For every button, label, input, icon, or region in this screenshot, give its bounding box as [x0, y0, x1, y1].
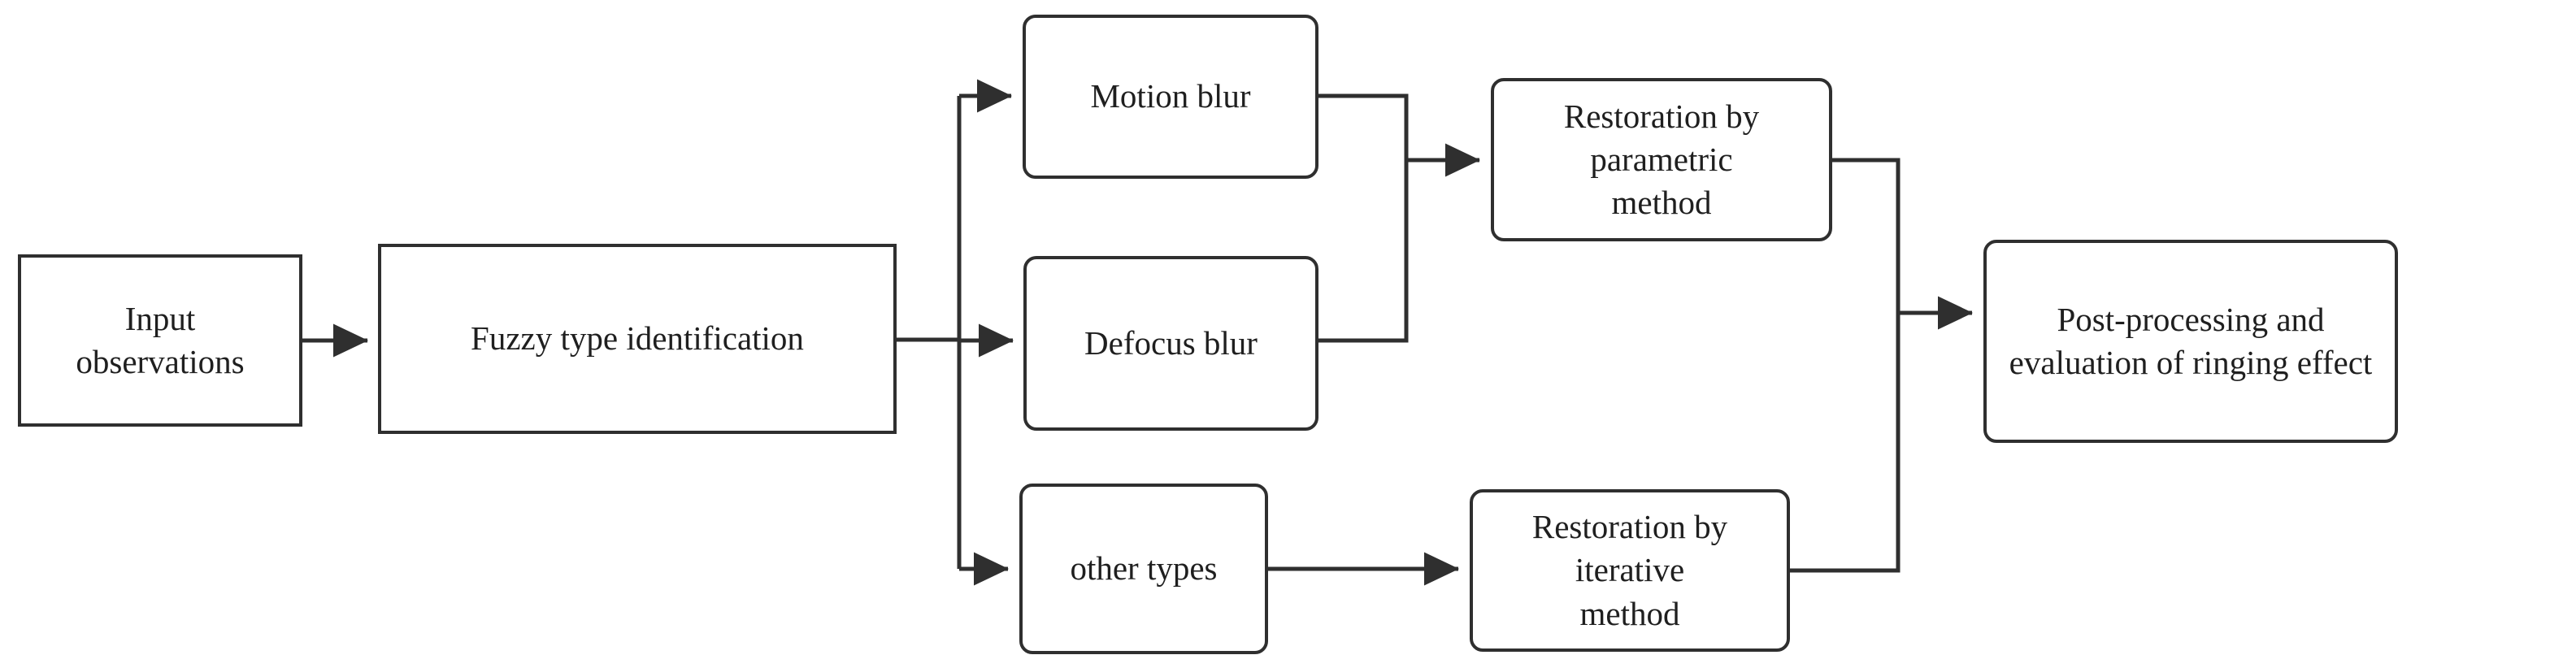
- node-fuzzy-type-identification-label: Fuzzy type identification: [471, 319, 804, 358]
- edge-motion-to-merge: [1318, 93, 1409, 160]
- node-restoration-parametric-method-label: Restoration by parametric method: [1563, 97, 1760, 222]
- node-defocus-blur[interactable]: Defocus blur: [1023, 256, 1318, 431]
- node-restoration-iterative-method[interactable]: Restoration by iterative method: [1470, 489, 1790, 652]
- node-post-processing-evaluation-label: Post-processing and evaluation of ringin…: [2009, 300, 2373, 381]
- node-other-types-label: other types: [1070, 549, 1218, 588]
- node-motion-blur-label: Motion blur: [1090, 77, 1251, 115]
- edge-iterative-to-merge: [1790, 313, 1901, 573]
- node-motion-blur[interactable]: Motion blur: [1023, 15, 1318, 179]
- node-input-observations-label: Input observations: [76, 299, 245, 380]
- edge-parametric-to-merge: [1832, 158, 1901, 313]
- node-input-observations[interactable]: Input observations: [18, 254, 302, 427]
- node-defocus-blur-label: Defocus blur: [1084, 323, 1258, 362]
- node-restoration-parametric-method[interactable]: Restoration by parametric method: [1491, 78, 1832, 241]
- node-fuzzy-type-identification[interactable]: Fuzzy type identification: [378, 244, 897, 434]
- node-post-processing-evaluation[interactable]: Post-processing and evaluation of ringin…: [1983, 240, 2398, 443]
- edge-defocus-to-merge: [1318, 160, 1409, 343]
- node-other-types[interactable]: other types: [1019, 484, 1268, 654]
- node-restoration-iterative-method-label: Restoration by iterative method: [1531, 508, 1728, 632]
